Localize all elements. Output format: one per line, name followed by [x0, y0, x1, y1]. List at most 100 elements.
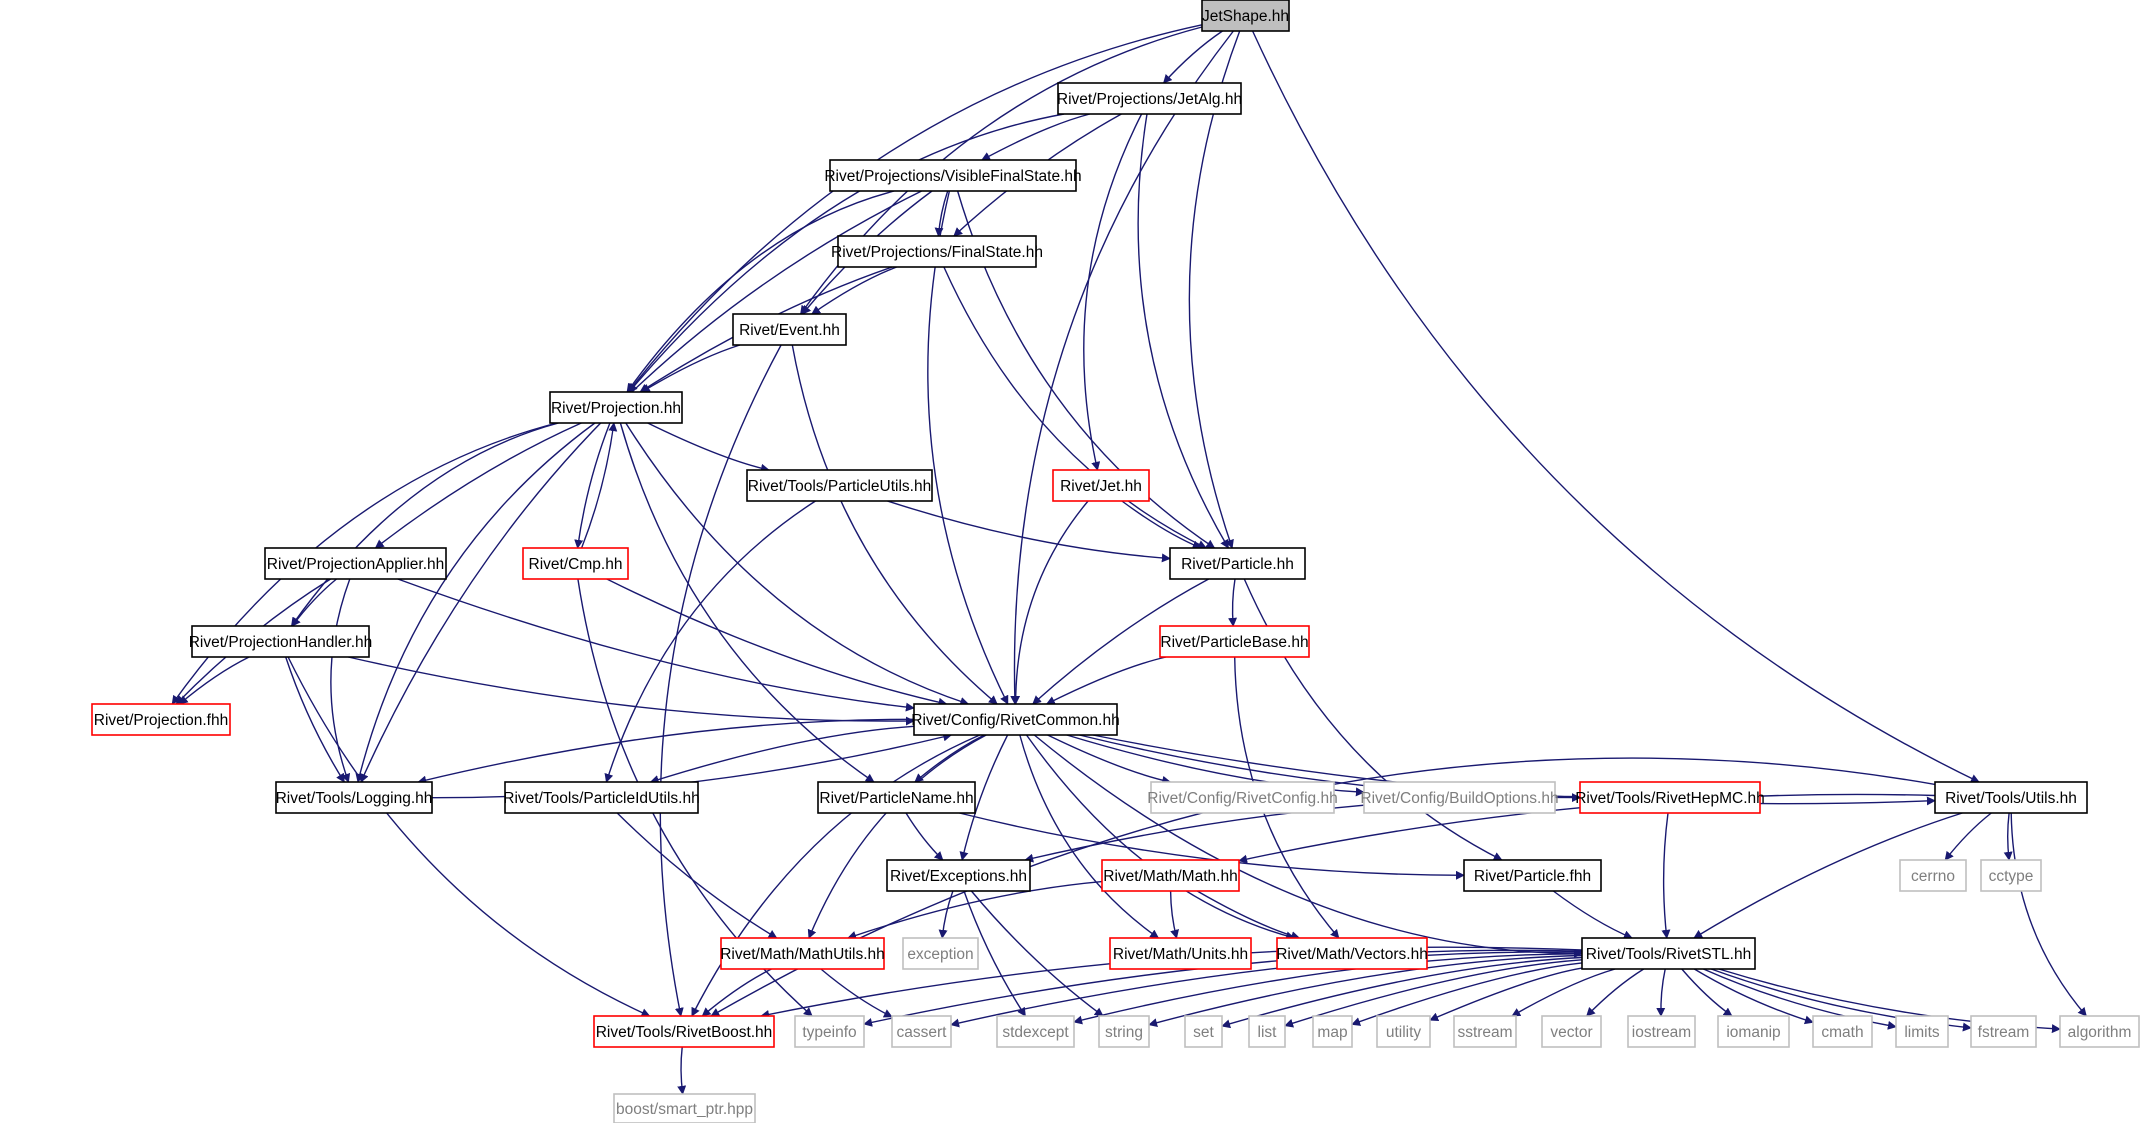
- node-cmp[interactable]: Rivet/Cmp.hh: [522, 547, 629, 580]
- edge-projection-to-cmp: [574, 422, 611, 549]
- edge-rivetstl-to-iostream: [1656, 968, 1666, 1017]
- node-projhandler[interactable]: Rivet/ProjectionHandler.hh: [189, 625, 373, 658]
- node-iomanip: iomanip: [1717, 1015, 1790, 1048]
- node-box-sstream: [1453, 1015, 1517, 1048]
- node-label-vector: vector: [1550, 1024, 1592, 1041]
- node-box-cerrno: [1899, 859, 1967, 892]
- node-vector: vector: [1541, 1015, 1602, 1048]
- edge-utils-to-cerrno: [1944, 812, 1992, 861]
- node-fstream: fstream: [1970, 1015, 2037, 1048]
- edge-particle-to-particlebase: [1228, 578, 1238, 627]
- node-math[interactable]: Rivet/Math/Math.hh: [1101, 859, 1240, 892]
- edge-projection-to-projapplier: [374, 422, 582, 549]
- node-label-particleutils: Rivet/Tools/ParticleUtils.hh: [748, 478, 931, 495]
- node-label-cassert: cassert: [897, 1024, 948, 1041]
- node-vectors[interactable]: Rivet/Math/Vectors.hh: [1276, 937, 1428, 970]
- edge-jetshape-to-rivetcommon: [1010, 30, 1234, 705]
- node-box-pname: [817, 781, 976, 814]
- node-box-vfs: [829, 159, 1077, 192]
- node-label-math: Rivet/Math/Math.hh: [1103, 868, 1237, 885]
- node-box-particlebase: [1159, 625, 1310, 658]
- node-label-smartptr: boost/smart_ptr.hpp: [616, 1101, 753, 1118]
- node-particlebase[interactable]: Rivet/ParticleBase.hh: [1159, 625, 1310, 658]
- node-rivetcommon[interactable]: Rivet/Config/RivetCommon.hh: [911, 703, 1120, 736]
- edge-jet-to-particle: [1121, 500, 1202, 549]
- node-logging[interactable]: Rivet/Tools/Logging.hh: [275, 781, 433, 814]
- edge-rivetstl-to-map: [1351, 962, 1583, 1026]
- edge-utils-to-cctype: [2003, 812, 2013, 861]
- node-label-typeinfo: typeinfo: [802, 1024, 856, 1041]
- node-label-jetalg: Rivet/Projections/JetAlg.hh: [1057, 91, 1242, 108]
- edge-rivetstl-to-list: [1284, 959, 1583, 1028]
- node-box-utils: [1934, 781, 2088, 814]
- node-projfhh[interactable]: Rivet/Projection.fhh: [91, 703, 231, 736]
- node-box-particle: [1169, 547, 1306, 580]
- edge-rivetcommon-to-logging: [417, 718, 915, 785]
- edge-rivetboost-to-smartptr: [677, 1046, 687, 1095]
- node-vfs[interactable]: Rivet/Projections/VisibleFinalState.hh: [824, 159, 1082, 192]
- node-projapplier[interactable]: Rivet/ProjectionApplier.hh: [264, 547, 447, 580]
- node-rivetboost[interactable]: Rivet/Tools/RivetBoost.hh: [593, 1015, 775, 1048]
- edge-utils-to-rivetstl: [1693, 812, 1963, 939]
- node-box-list: [1248, 1015, 1286, 1048]
- node-label-rivetcommon: Rivet/Config/RivetCommon.hh: [911, 712, 1119, 729]
- node-label-exceptions: Rivet/Exceptions.hh: [890, 868, 1027, 885]
- node-box-cmath: [1812, 1015, 1873, 1048]
- node-jet[interactable]: Rivet/Jet.hh: [1052, 469, 1150, 502]
- node-hepmc[interactable]: Rivet/Tools/RivetHepMC.hh: [1575, 781, 1765, 814]
- edge-jetalg-to-projection: [628, 113, 1065, 393]
- node-box-map: [1312, 1015, 1353, 1048]
- node-label-event: Rivet/Event.hh: [739, 322, 840, 339]
- node-label-stdexcept: stdexcept: [1002, 1024, 1069, 1041]
- node-string: string: [1098, 1015, 1150, 1048]
- node-pidutils[interactable]: Rivet/Tools/ParticleIdUtils.hh: [503, 781, 700, 814]
- node-label-utils: Rivet/Tools/Utils.hh: [1945, 790, 2077, 807]
- node-smartptr: boost/smart_ptr.hpp: [613, 1093, 756, 1123]
- edge-cmp-to-projection: [580, 422, 618, 549]
- node-box-cctype: [1980, 859, 2042, 892]
- node-label-units: Rivet/Math/Units.hh: [1113, 946, 1248, 963]
- node-label-iostream: iostream: [1632, 1024, 1691, 1041]
- node-fs[interactable]: Rivet/Projections/FinalState.hh: [831, 235, 1043, 268]
- node-label-cctype: cctype: [1989, 868, 2034, 885]
- edge-projection-to-rivetcommon: [625, 422, 970, 706]
- node-pname[interactable]: Rivet/ParticleName.hh: [817, 781, 976, 814]
- edge-rivetstl-to-utility: [1429, 967, 1583, 1022]
- edge-projapplier-to-rivetcommon: [397, 578, 915, 712]
- node-box-particleutils: [746, 469, 933, 502]
- node-particlefhh[interactable]: Rivet/Particle.fhh: [1463, 859, 1602, 892]
- edge-particle-to-particlefhh: [1243, 578, 1503, 861]
- node-jetshape: JetShape.hh: [1201, 0, 1290, 32]
- node-jetalg[interactable]: Rivet/Projections/JetAlg.hh: [1057, 82, 1242, 115]
- node-exceptions[interactable]: Rivet/Exceptions.hh: [886, 859, 1031, 892]
- node-label-set: set: [1193, 1024, 1214, 1041]
- node-box-units: [1109, 937, 1252, 970]
- edge-vfs-to-projection: [626, 190, 895, 393]
- node-cctype: cctype: [1980, 859, 2042, 892]
- edges-layer: [171, 24, 2087, 1095]
- node-label-rivetboost: Rivet/Tools/RivetBoost.hh: [596, 1024, 773, 1041]
- node-utils[interactable]: Rivet/Tools/Utils.hh: [1934, 781, 2088, 814]
- node-units[interactable]: Rivet/Math/Units.hh: [1109, 937, 1252, 970]
- node-label-rivetconfig: Rivet/Config/RivetConfig.hh: [1147, 790, 1337, 807]
- node-box-projection: [549, 391, 683, 424]
- node-mathutils[interactable]: Rivet/Math/MathUtils.hh: [720, 937, 885, 970]
- node-rivetstl[interactable]: Rivet/Tools/RivetSTL.hh: [1581, 937, 1756, 970]
- node-set: set: [1184, 1015, 1223, 1048]
- node-box-rivetconfig: [1150, 781, 1335, 814]
- node-box-string: [1098, 1015, 1150, 1048]
- node-rivetconfig: Rivet/Config/RivetConfig.hh: [1147, 781, 1338, 814]
- edge-rivetcommon-to-rivetconfig: [1047, 734, 1172, 785]
- edge-particleutils-to-pidutils: [604, 500, 816, 783]
- edge-projhandler-to-projfhh: [178, 656, 250, 705]
- edge-projection-to-logging: [355, 422, 596, 783]
- node-particleutils[interactable]: Rivet/Tools/ParticleUtils.hh: [746, 469, 933, 502]
- node-event[interactable]: Rivet/Event.hh: [732, 313, 847, 346]
- node-buildoptions: Rivet/Config/BuildOptions.hh: [1360, 781, 1559, 814]
- edge-particlefhh-to-rivetstl: [1552, 890, 1633, 939]
- node-projection[interactable]: Rivet/Projection.hh: [549, 391, 683, 424]
- edge-fs-to-event: [811, 266, 897, 315]
- edge-rivetstl-to-set: [1221, 956, 1583, 1029]
- edge-projhandler-to-logging: [285, 656, 345, 783]
- node-particle[interactable]: Rivet/Particle.hh: [1169, 547, 1306, 580]
